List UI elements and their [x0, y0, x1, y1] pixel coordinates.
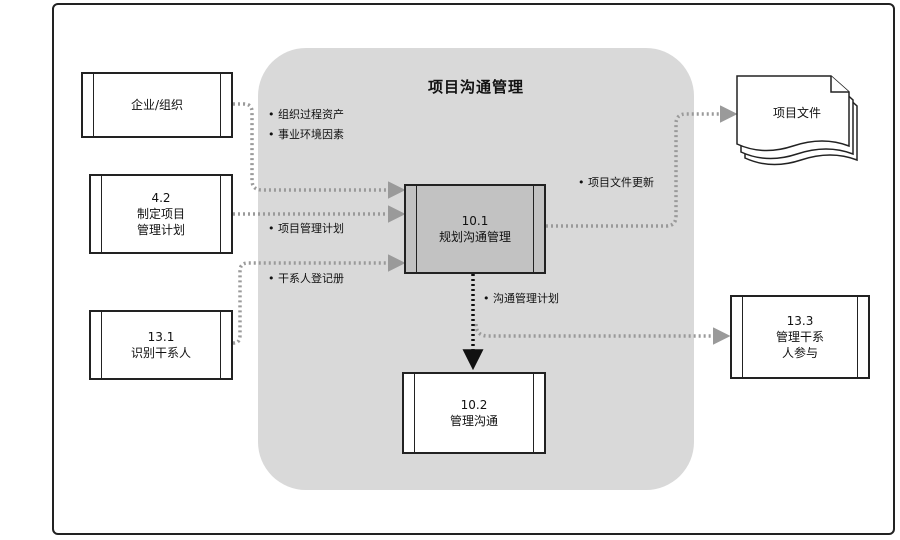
manage-communications-box: 10.2 管理沟通 — [402, 372, 546, 454]
label-pm-plan-text: 项目管理计划 — [278, 222, 344, 235]
label-stakeholder-register-text: 干系人登记册 — [278, 272, 344, 285]
label-pm-plan: • 项目管理计划 — [268, 222, 344, 236]
label-environment: • 事业环境因素 — [268, 128, 344, 142]
bullet-icon: • — [578, 176, 585, 189]
label-doc-updates: • 项目文件更新 — [578, 176, 654, 190]
develop-pm-plan-label: 4.2 制定项目 管理计划 — [136, 191, 185, 237]
document-stack-icon — [736, 75, 858, 166]
identify-stakeholders-label: 13.1 识别干系人 — [130, 330, 191, 360]
label-environment-text: 事业环境因素 — [278, 128, 344, 141]
manage-stakeholder-engagement-label: 13.3 管理干系 人参与 — [775, 314, 824, 360]
plan-communications-label: 10.1 规划沟通管理 — [438, 214, 511, 244]
project-documents-label: 项目文件 — [773, 106, 822, 120]
enterprise-box-label: 企业/组织 — [130, 98, 184, 112]
bullet-icon: • — [268, 272, 275, 285]
manage-stakeholder-engagement-box: 13.3 管理干系 人参与 — [730, 295, 870, 379]
flow-plan-to-docs — [546, 105, 738, 228]
bullet-icon: • — [483, 292, 490, 305]
label-comm-plan: • 沟通管理计划 — [483, 292, 559, 306]
label-doc-updates-text: 项目文件更新 — [588, 176, 654, 189]
bullet-icon: • — [268, 222, 275, 235]
manage-communications-label: 10.2 管理沟通 — [449, 398, 498, 428]
bullet-icon: • — [268, 128, 275, 141]
bullet-icon: • — [268, 108, 275, 121]
process-group-title: 项目沟通管理 — [427, 78, 524, 96]
label-stakeholder-register: • 干系人登记册 — [268, 272, 344, 286]
flow-identify-to-plan — [233, 254, 406, 345]
label-comm-plan-text: 沟通管理计划 — [493, 292, 559, 305]
plan-communications-box: 10.1 规划沟通管理 — [404, 184, 546, 274]
project-documents: 项目文件 — [735, 74, 865, 174]
flow-plan-to-stakeholder — [474, 323, 731, 345]
develop-pm-plan-box: 4.2 制定项目 管理计划 — [89, 174, 233, 254]
identify-stakeholders-box: 13.1 识别干系人 — [89, 310, 233, 380]
label-org-assets: • 组织过程资产 — [268, 108, 344, 122]
label-org-assets-text: 组织过程资产 — [278, 108, 344, 121]
enterprise-box: 企业/组织 — [81, 72, 233, 138]
